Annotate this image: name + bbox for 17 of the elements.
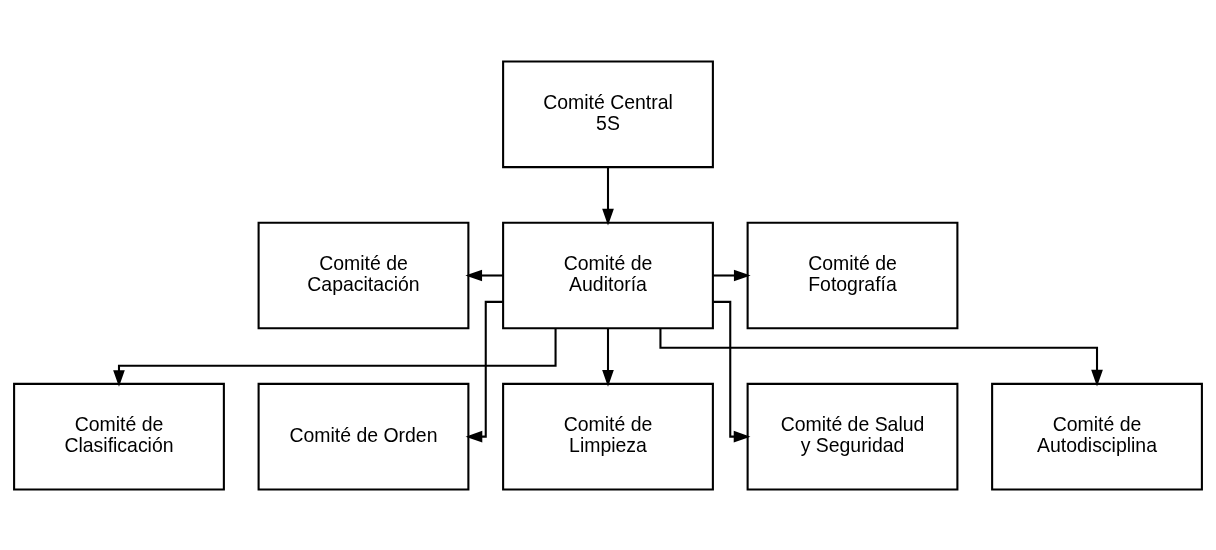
arrow <box>113 328 557 387</box>
arrow <box>465 300 503 442</box>
arrow <box>602 167 614 225</box>
node-box: Comité de Limpieza <box>502 382 714 490</box>
node-box: Comité de Fotografía <box>746 221 959 329</box>
node-box: Comité de Autodisciplina <box>991 382 1203 490</box>
arrow <box>713 300 751 442</box>
node-box: Comité de Auditoría <box>502 221 714 329</box>
arrow <box>713 269 751 281</box>
node-box: Comité de Capacitación <box>257 221 470 329</box>
node-box: Comité de Salud y Seguridad <box>746 382 959 490</box>
arrow <box>659 327 1103 387</box>
node-box: Comité de Orden <box>257 382 470 490</box>
arrow <box>602 328 614 387</box>
node-box: Comité Central 5S <box>502 60 714 168</box>
node-box: Comité de Clasificación <box>13 382 225 490</box>
arrow <box>465 269 503 281</box>
